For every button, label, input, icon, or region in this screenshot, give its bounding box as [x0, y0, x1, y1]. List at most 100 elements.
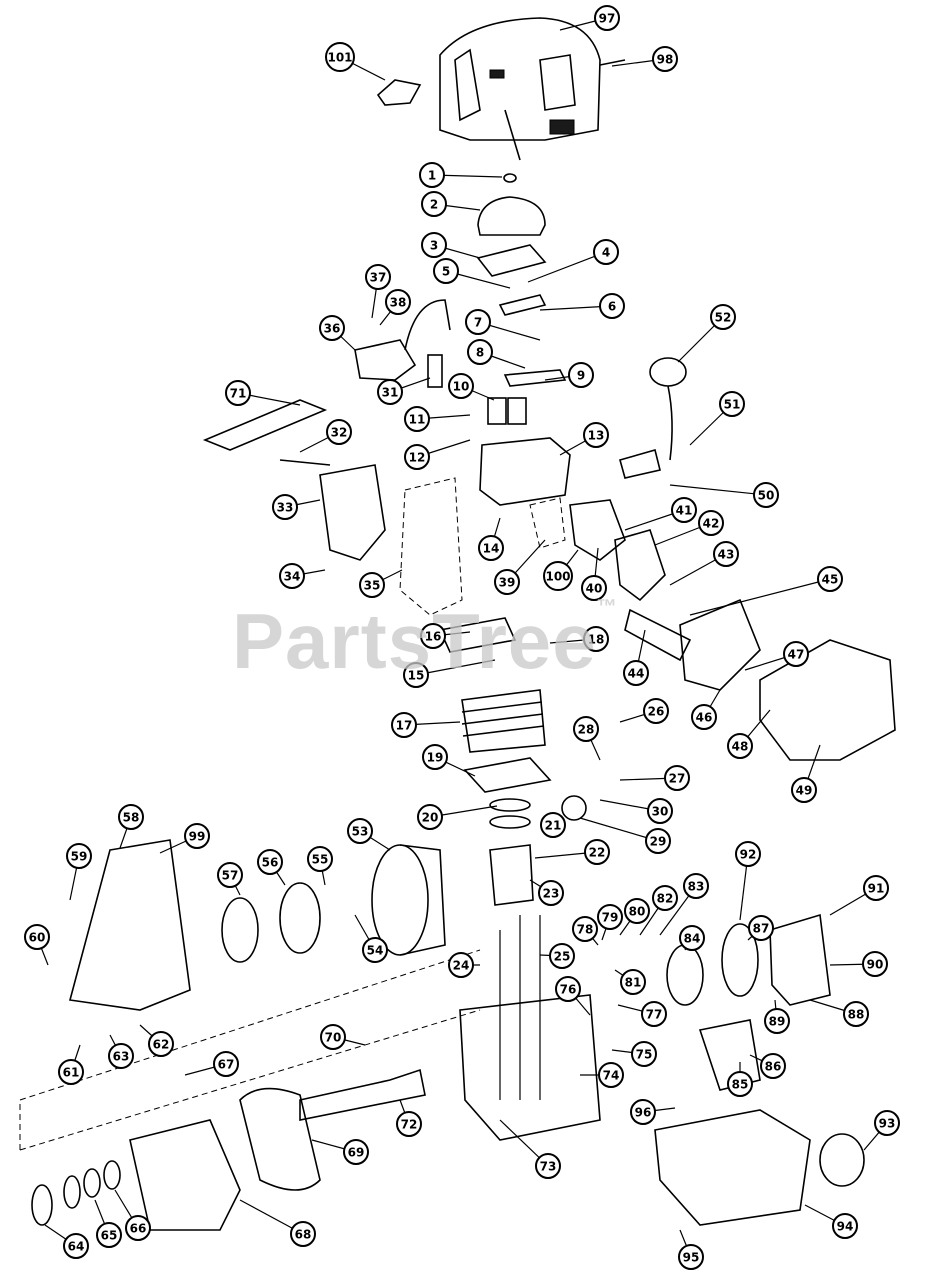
flywheel-fins-part [399, 844, 446, 956]
callout-number: 34 [284, 570, 301, 584]
callout-28: 28 [573, 716, 599, 742]
callout-number: 10 [453, 380, 470, 394]
callout-circle [594, 5, 620, 31]
baffle-gasket-part [399, 477, 463, 616]
callout-5: 5 [433, 258, 459, 284]
callout-number: 5 [442, 265, 450, 279]
callout-34: 34 [279, 563, 305, 589]
callout-33: 33 [272, 494, 298, 520]
callout-29: 29 [645, 828, 671, 854]
callout-37: 37 [365, 264, 391, 290]
callout-66: 66 [125, 1215, 151, 1241]
callout-circle [385, 289, 411, 315]
base-gasket-part [463, 757, 552, 793]
callout-94: 94 [832, 1213, 858, 1239]
callout-number: 75 [636, 1048, 653, 1062]
callout-30: 30 [647, 798, 673, 824]
throttle-rod-part [202, 399, 328, 451]
callout-circle [791, 777, 817, 803]
callout-circle [403, 662, 429, 688]
callout-circle [96, 1222, 122, 1248]
callout-number: 32 [331, 426, 348, 440]
callout-number: 71 [230, 387, 247, 401]
callout-number: 2 [430, 198, 438, 212]
assembly-line [19, 1009, 481, 1151]
callout-number: 25 [554, 950, 571, 964]
callout-number: 24 [453, 959, 470, 973]
callout-number: 100 [545, 570, 570, 584]
callout-42: 42 [698, 510, 724, 536]
callout-number: 58 [123, 811, 140, 825]
callout-32: 32 [326, 419, 352, 445]
callout-number: 62 [153, 1038, 170, 1052]
callout-circle [448, 952, 474, 978]
callout-number: 41 [676, 504, 693, 518]
callout-number: 46 [696, 711, 713, 725]
callout-number: 4 [602, 246, 610, 260]
leader-line [527, 251, 607, 283]
cylinder-head-part [479, 437, 571, 506]
callout-number: 81 [625, 976, 642, 990]
callout-circle [419, 162, 445, 188]
callout-circle [735, 841, 761, 867]
engine-shroud-part [439, 17, 601, 161]
callout-99: 99 [184, 823, 210, 849]
callout-number: 70 [325, 1031, 342, 1045]
callout-45: 45 [817, 566, 843, 592]
callout-78: 78 [572, 916, 598, 942]
callout-number: 26 [648, 705, 665, 719]
callout-number: 92 [740, 848, 757, 862]
air-filter-cover-part [759, 639, 896, 761]
callout-circle [320, 1024, 346, 1050]
callout-circle [863, 875, 889, 901]
callout-1: 1 [419, 162, 445, 188]
callout-circle [719, 391, 745, 417]
rocker-arm-part [498, 294, 547, 316]
callout-number: 85 [732, 1078, 749, 1092]
callout-number: 98 [657, 53, 674, 67]
callout-number: 57 [222, 869, 239, 883]
callout-circle [433, 258, 459, 284]
callout-80: 80 [624, 898, 650, 924]
callout-87: 87 [748, 915, 774, 941]
callout-circle [343, 1139, 369, 1165]
callout-circle [326, 419, 352, 445]
callout-63: 63 [108, 1043, 134, 1069]
callout-46: 46 [691, 704, 717, 730]
callout-circle [623, 660, 649, 686]
callout-number: 7 [474, 316, 482, 330]
callout-51: 51 [719, 391, 745, 417]
callout-83: 83 [683, 873, 709, 899]
callout-circle [645, 828, 671, 854]
callout-7: 7 [465, 309, 491, 335]
callout-circle [631, 1041, 657, 1067]
callout-number: 17 [396, 719, 413, 733]
callout-number: 39 [499, 576, 516, 590]
callout-52: 52 [710, 304, 736, 330]
clutch-housing-part [68, 839, 191, 1011]
crankcase-cover-part [129, 1119, 241, 1231]
callout-70: 70 [320, 1024, 346, 1050]
fuel-tank-part [654, 1109, 811, 1226]
callout-67: 67 [213, 1051, 239, 1077]
callout-circle [832, 1213, 858, 1239]
callout-circle [125, 1215, 151, 1241]
callout-circle [764, 1008, 790, 1034]
callout-6: 6 [599, 293, 625, 319]
callout-number: 80 [629, 905, 646, 919]
callout-68: 68 [290, 1221, 316, 1247]
callout-number: 59 [71, 850, 88, 864]
callout-number: 61 [63, 1066, 80, 1080]
callout-95: 95 [678, 1244, 704, 1270]
callout-circle [417, 804, 443, 830]
callout-circle [272, 494, 298, 520]
callout-circle [184, 823, 210, 849]
callout-circle [555, 976, 581, 1002]
callout-number: 16 [425, 630, 442, 644]
callout-44: 44 [623, 660, 649, 686]
callout-number: 95 [683, 1251, 700, 1265]
callout-number: 67 [218, 1058, 235, 1072]
callout-number: 87 [753, 922, 770, 936]
callout-10: 10 [448, 373, 474, 399]
